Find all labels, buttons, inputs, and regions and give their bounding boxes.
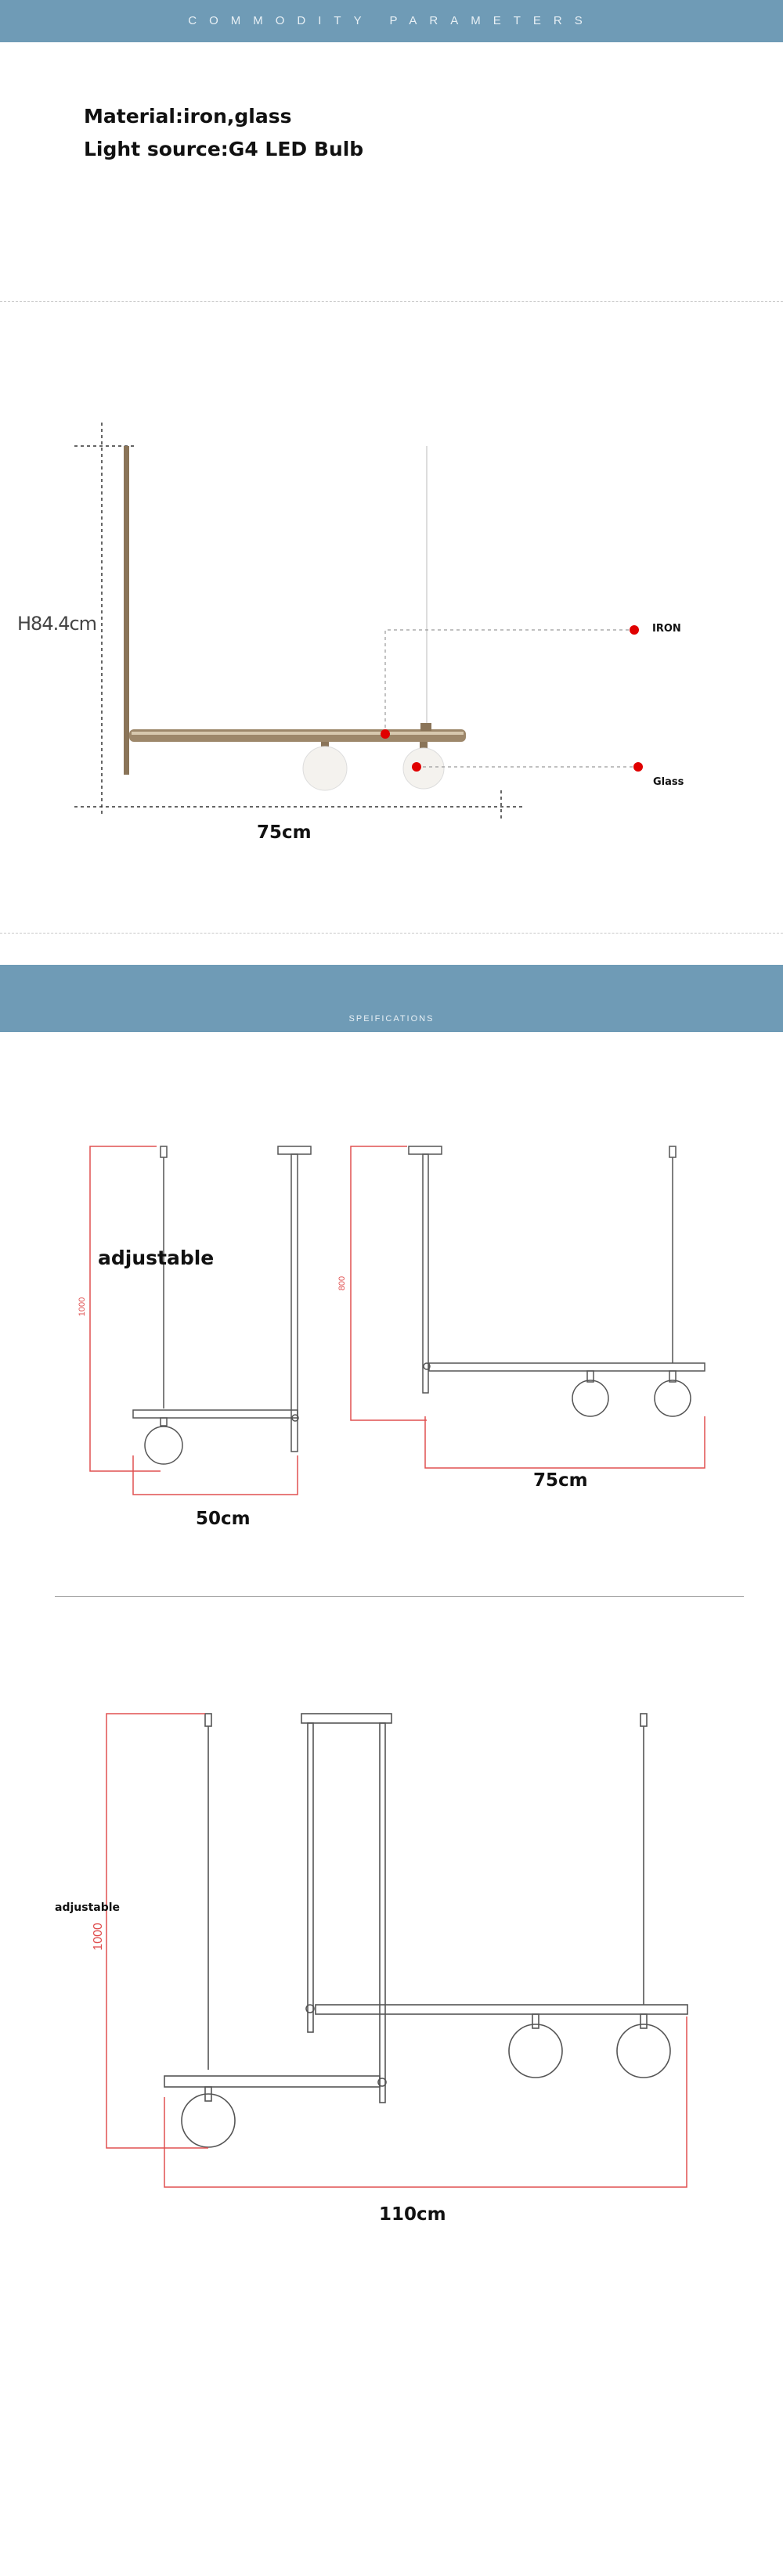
right-canopy-b [669, 1146, 677, 1158]
large-globe-left [181, 2093, 236, 2148]
right-height-value: 800 [337, 1276, 347, 1290]
right-rod [422, 1153, 429, 1394]
large-canopy-left [204, 1713, 212, 1727]
iron-callout-line [384, 629, 634, 734]
glass-label: Glass [653, 776, 684, 788]
glass-end-marker [633, 762, 643, 772]
glass-globes [302, 742, 445, 791]
height-label: H84.4cm [17, 613, 97, 635]
large-globe-mid [508, 2024, 563, 2078]
left-canopy-a [160, 1146, 168, 1158]
large-adjustable-label: adjustable [55, 1901, 121, 1914]
material-spec: Material:iron,glass [84, 105, 292, 128]
large-joint-bottom [377, 2078, 387, 2087]
left-joint [291, 1414, 299, 1422]
left-rod [290, 1153, 298, 1452]
large-height-dim [106, 1713, 208, 2149]
specifications-banner: SPEIFICATIONS [0, 965, 783, 1032]
horizontal-bar [129, 729, 466, 742]
adjustable-label: adjustable [98, 1247, 215, 1269]
iron-label: IRON [652, 623, 681, 635]
left-globe [144, 1426, 183, 1465]
divider-top [0, 301, 783, 302]
large-width-dim [164, 2017, 687, 2188]
width-50-label: 50cm [196, 1509, 251, 1529]
light-source-spec: Light source:G4 LED Bulb [84, 138, 364, 160]
wire-clamp [420, 723, 431, 731]
width-75-label: 75cm [533, 1470, 588, 1491]
iron-end-marker [630, 625, 639, 635]
left-width-dim [132, 1455, 298, 1495]
large-joint-top [305, 2004, 315, 2013]
small-versions-diagram: 1000 800 [78, 1146, 705, 1495]
large-canopy-center [301, 1713, 392, 1724]
product-dimension-diagram [74, 423, 643, 822]
glass-marker [412, 762, 421, 772]
divider-mid [0, 933, 783, 934]
bar-highlight [132, 732, 464, 735]
large-rod-left [307, 1722, 314, 2033]
lamp-frame [124, 446, 466, 775]
large-socket-mid [532, 2013, 539, 2029]
left-height-value: 1000 [78, 1297, 87, 1316]
right-globe1 [572, 1380, 609, 1417]
left-socket [160, 1417, 168, 1427]
right-width-dim [424, 1416, 705, 1469]
width-110-label: 110cm [379, 2204, 446, 2225]
left-bar [132, 1409, 298, 1419]
large-bar-top [315, 2004, 688, 2015]
large-socket-right [640, 2013, 648, 2029]
right-socket1 [586, 1370, 594, 1383]
large-height-value: 1000 [92, 1923, 105, 1951]
right-joint [423, 1362, 431, 1370]
large-canopy-right [640, 1713, 648, 1727]
iron-marker [381, 729, 390, 739]
commodity-parameters-banner: COMMODITY PARAMETERS [0, 0, 783, 42]
banner2-title: SPEIFICATIONS [348, 1014, 435, 1024]
large-version-diagram: 1000 [92, 1713, 688, 2188]
large-globe-right [616, 2024, 671, 2078]
globe2 [402, 747, 445, 790]
right-socket2 [669, 1370, 677, 1383]
divider-solid [55, 1596, 744, 1597]
right-height-dim [350, 1146, 427, 1421]
globe1 [302, 746, 348, 791]
large-rod-right [379, 1722, 386, 2103]
right-bar [428, 1362, 705, 1372]
width-label: 75cm [257, 822, 312, 843]
right-globe2 [654, 1380, 691, 1417]
vertical-rod [124, 446, 129, 775]
left-height-dim [89, 1146, 161, 1472]
large-bar-bottom [164, 2075, 381, 2088]
left-canopy-b [277, 1146, 312, 1155]
right-canopy-a [408, 1146, 442, 1155]
banner-title: COMMODITY PARAMETERS [188, 14, 595, 27]
globe2-cap [420, 742, 428, 753]
